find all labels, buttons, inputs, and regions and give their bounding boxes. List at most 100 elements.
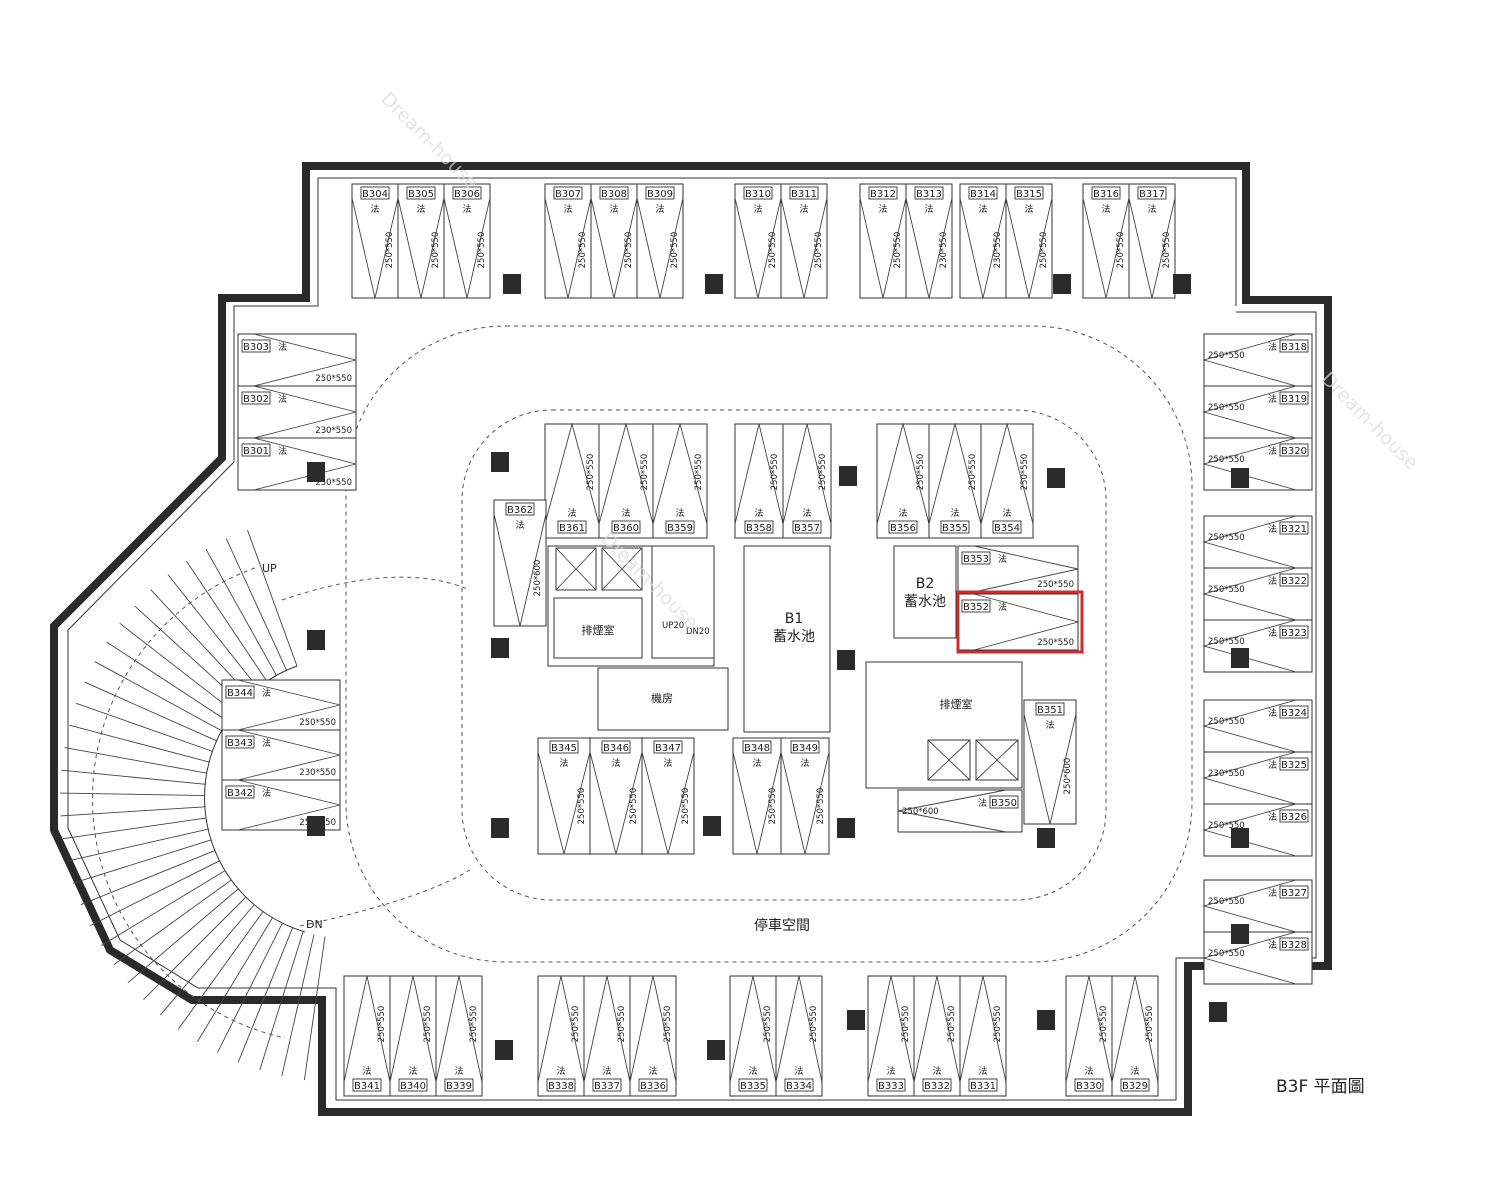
space-type-label: 法	[1268, 759, 1277, 771]
space-type-label: 法	[1147, 203, 1156, 215]
space-id-label: B320	[1281, 446, 1307, 457]
ramp-step	[64, 747, 208, 774]
space-id-label: B353	[963, 554, 989, 565]
space-type-label: 法	[556, 1065, 565, 1077]
elevator-shaft-2	[601, 547, 643, 591]
space-id-label: B334	[786, 1081, 812, 1092]
structural-column	[307, 630, 325, 650]
elevator-shaft-1	[555, 547, 597, 591]
space-size-label: 250*550	[1208, 637, 1245, 647]
space-size-label: 250*550	[617, 1006, 627, 1043]
space-id-label: B349	[792, 743, 818, 754]
ramp-step	[127, 888, 239, 984]
floor-plan-title: B3F 平面圖	[1276, 1077, 1365, 1097]
ramp-step	[60, 792, 206, 797]
space-id-label: B360	[613, 523, 639, 534]
space-type-label: 法	[559, 757, 568, 769]
watermark: Dream-house	[596, 528, 702, 634]
space-type-label: 法	[1268, 523, 1277, 535]
space-id-label: B312	[870, 189, 896, 200]
space-size-label: 250*550	[814, 232, 824, 269]
space-id-label: B347	[655, 743, 681, 754]
space-size-label: 250*550	[578, 232, 588, 269]
structural-column	[307, 462, 325, 482]
structural-column	[491, 818, 509, 838]
space-size-label: 230*550	[299, 768, 336, 778]
space-type-label: 法	[655, 203, 664, 215]
b2-water-tank	[893, 545, 957, 639]
space-id-label: B325	[1281, 760, 1307, 771]
space-id-label: B327	[1281, 888, 1307, 899]
machine-room-label: 機房	[651, 691, 673, 705]
space-id-label: B315	[1016, 189, 1042, 200]
space-id-label: B303	[243, 342, 269, 353]
space-id-label: B354	[994, 523, 1020, 534]
space-type-label: 法	[609, 203, 618, 215]
structural-column	[1037, 1010, 1055, 1030]
space-type-label: 法	[648, 1065, 657, 1077]
ramp-step	[143, 896, 247, 1000]
ramp-step	[281, 934, 315, 1077]
space-id-label: B346	[603, 743, 629, 754]
space-size-label: 250*550	[477, 232, 487, 269]
space-id-label: B328	[1281, 940, 1307, 951]
ramp-step	[100, 870, 226, 947]
space-size-label: 250*550	[1208, 403, 1245, 413]
parking-area-label: 停車空間	[754, 917, 810, 934]
space-size-label: 250*550	[968, 454, 978, 491]
space-size-label: 250*550	[1208, 897, 1245, 907]
space-id-label: B359	[667, 523, 693, 534]
space-type-label: 法	[752, 757, 761, 769]
space-id-label: B304	[362, 189, 388, 200]
space-type-label: 法	[978, 1065, 987, 1077]
machine-room	[597, 667, 729, 731]
structural-column	[503, 274, 521, 294]
structural-column	[1037, 828, 1055, 848]
ramp-step	[60, 806, 206, 817]
stair-down-label: DN20	[686, 627, 710, 637]
space-size-label: 250*550	[1037, 638, 1074, 648]
ramp-step	[69, 724, 210, 763]
space-size-label: 250*550	[315, 374, 352, 384]
plan-labels: UP DN 停車空間 B3F 平面圖	[262, 562, 1365, 1097]
space-size-label: 250*550	[1162, 232, 1172, 269]
structural-column	[847, 1010, 865, 1030]
space-id-label: B305	[408, 189, 434, 200]
space-type-label: 法	[754, 507, 763, 519]
space-id-label: B308	[601, 189, 627, 200]
space-size-label: 250*550	[1208, 717, 1245, 727]
structural-column	[1209, 1002, 1227, 1022]
space-size-label: 250*550	[763, 1006, 773, 1043]
ramp-step	[186, 560, 268, 682]
space-type-label: 法	[1268, 707, 1277, 719]
space-id-label: B343	[227, 738, 253, 749]
space-id-label: B319	[1281, 394, 1307, 405]
space-type-label: 法	[950, 507, 959, 519]
space-size-label: 250*550	[993, 1006, 1003, 1043]
space-size-label: 250*550	[694, 454, 704, 491]
space-id-label: B345	[551, 743, 577, 754]
